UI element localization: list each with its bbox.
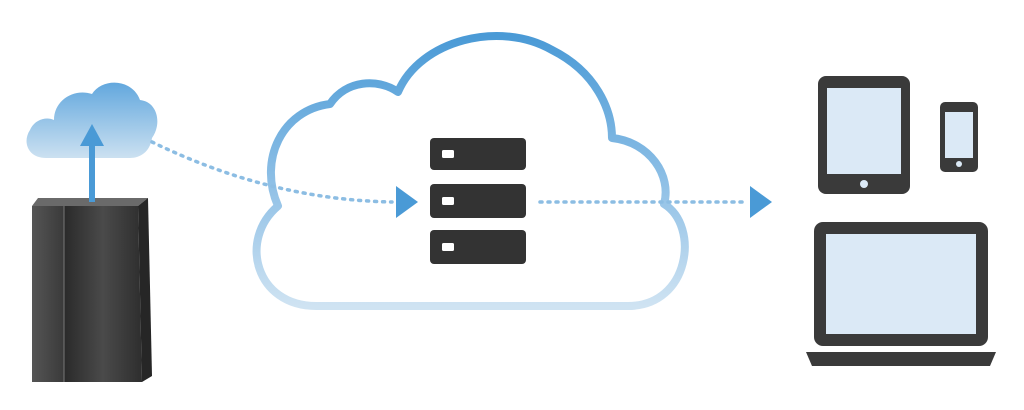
server-unit (430, 138, 526, 170)
server-tower-icon (32, 198, 152, 382)
laptop-icon (806, 222, 996, 366)
dotted-arrow-to-cloud (150, 140, 418, 218)
server-unit (430, 184, 526, 218)
server-stack-icon (430, 138, 526, 264)
dotted-arrow-to-devices (538, 186, 772, 218)
smartphone-icon (940, 102, 978, 172)
cloud-icon (26, 82, 158, 158)
cloud-outline-icon (252, 32, 689, 310)
server-unit (430, 230, 526, 264)
tablet-icon (818, 76, 910, 194)
upload-arrow-head (80, 124, 104, 162)
